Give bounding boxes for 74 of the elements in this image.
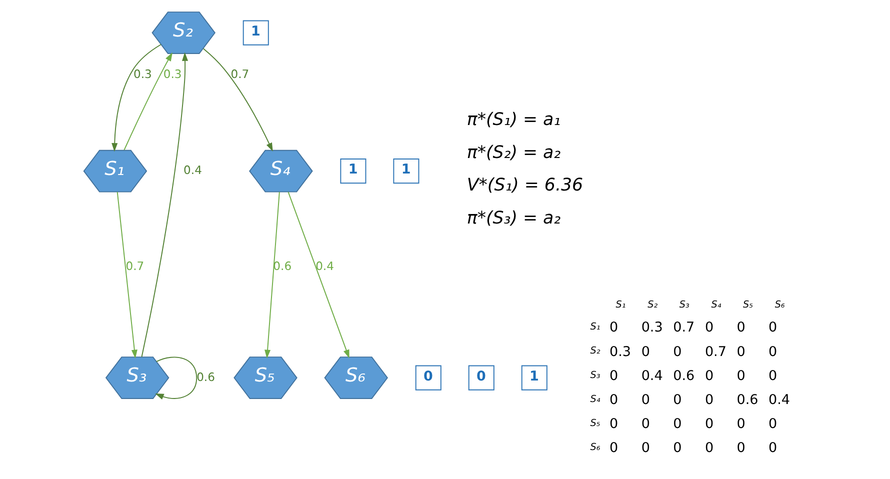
- label: 0: [704, 440, 714, 456]
- label: S₁: [590, 322, 600, 333]
- arrow: [155, 356, 198, 400]
- edge-label: 0.3: [163, 67, 182, 82]
- label: 0: [768, 416, 778, 432]
- label: 0.7: [673, 320, 695, 336]
- label: 0: [673, 344, 682, 360]
- node-box: 1: [393, 158, 420, 184]
- label: S₂: [590, 346, 600, 357]
- edge-label: 0.4: [184, 163, 202, 178]
- node-box: 1: [521, 365, 548, 390]
- label: 0: [641, 392, 650, 408]
- label: 0.6: [736, 392, 758, 408]
- arrow: [116, 192, 138, 358]
- label: S₃: [590, 370, 600, 381]
- label: 0: [610, 440, 618, 456]
- arrow: [141, 52, 188, 358]
- label: S₄: [711, 299, 722, 310]
- label: 0: [610, 320, 618, 336]
- label: 0: [768, 344, 778, 360]
- label: π*(S₂) = a₂: [466, 142, 561, 163]
- label: S₃: [679, 299, 690, 310]
- label: 0: [736, 320, 746, 336]
- node-box: 1: [340, 158, 366, 184]
- label: 0: [704, 392, 714, 408]
- label: S₂: [648, 299, 658, 310]
- label: 0: [641, 344, 650, 360]
- label: S₁: [616, 299, 626, 310]
- node-box: 1: [242, 20, 269, 46]
- label: S₅: [590, 418, 600, 429]
- label: π*(S₁) = a₁: [466, 110, 561, 130]
- label: 0: [641, 416, 650, 432]
- edge-label: 0.4: [316, 258, 334, 273]
- label: V*(S₁) = 6.36: [466, 176, 584, 196]
- arrow: [124, 52, 172, 151]
- label: 0: [736, 344, 746, 360]
- label: 0: [673, 392, 682, 408]
- label: 0: [610, 416, 618, 432]
- node-box: 0: [415, 365, 442, 390]
- label: S₅: [743, 299, 753, 310]
- label: 0: [768, 320, 778, 336]
- label: 0: [704, 416, 714, 432]
- label: 0.4: [641, 368, 663, 384]
- node-box: 0: [468, 365, 494, 390]
- label: 0: [768, 368, 778, 384]
- label: 0.4: [768, 392, 790, 408]
- arrow: [264, 192, 280, 358]
- arrow: [112, 44, 162, 152]
- label: S₆: [774, 299, 785, 310]
- label: 0.3: [610, 344, 632, 360]
- label: 0.3: [641, 320, 663, 336]
- label: 0: [736, 416, 746, 432]
- label: 0.7: [704, 344, 726, 360]
- edge-label: 0.3: [133, 67, 152, 82]
- arrow: [288, 192, 350, 358]
- edge-label: 0.7: [126, 258, 144, 273]
- label: 0.6: [673, 368, 695, 384]
- label: 0: [610, 368, 618, 384]
- label: 0: [768, 440, 778, 456]
- label: 0: [641, 440, 650, 456]
- label: 0: [610, 392, 618, 408]
- label: 0: [673, 416, 682, 432]
- label: S₄: [590, 394, 600, 405]
- label: 0: [704, 320, 714, 336]
- label: S₆: [590, 442, 600, 454]
- label: 0: [736, 368, 746, 384]
- edge-label: 0.6: [196, 370, 215, 384]
- edge-label: 0.7: [230, 67, 250, 82]
- label: π*(S₃) = a₂: [466, 208, 561, 229]
- arrow: [202, 48, 273, 152]
- label: 0: [673, 440, 682, 456]
- edge-label: 0.6: [273, 258, 292, 273]
- label: 0: [704, 368, 714, 384]
- label: 0: [736, 440, 746, 456]
